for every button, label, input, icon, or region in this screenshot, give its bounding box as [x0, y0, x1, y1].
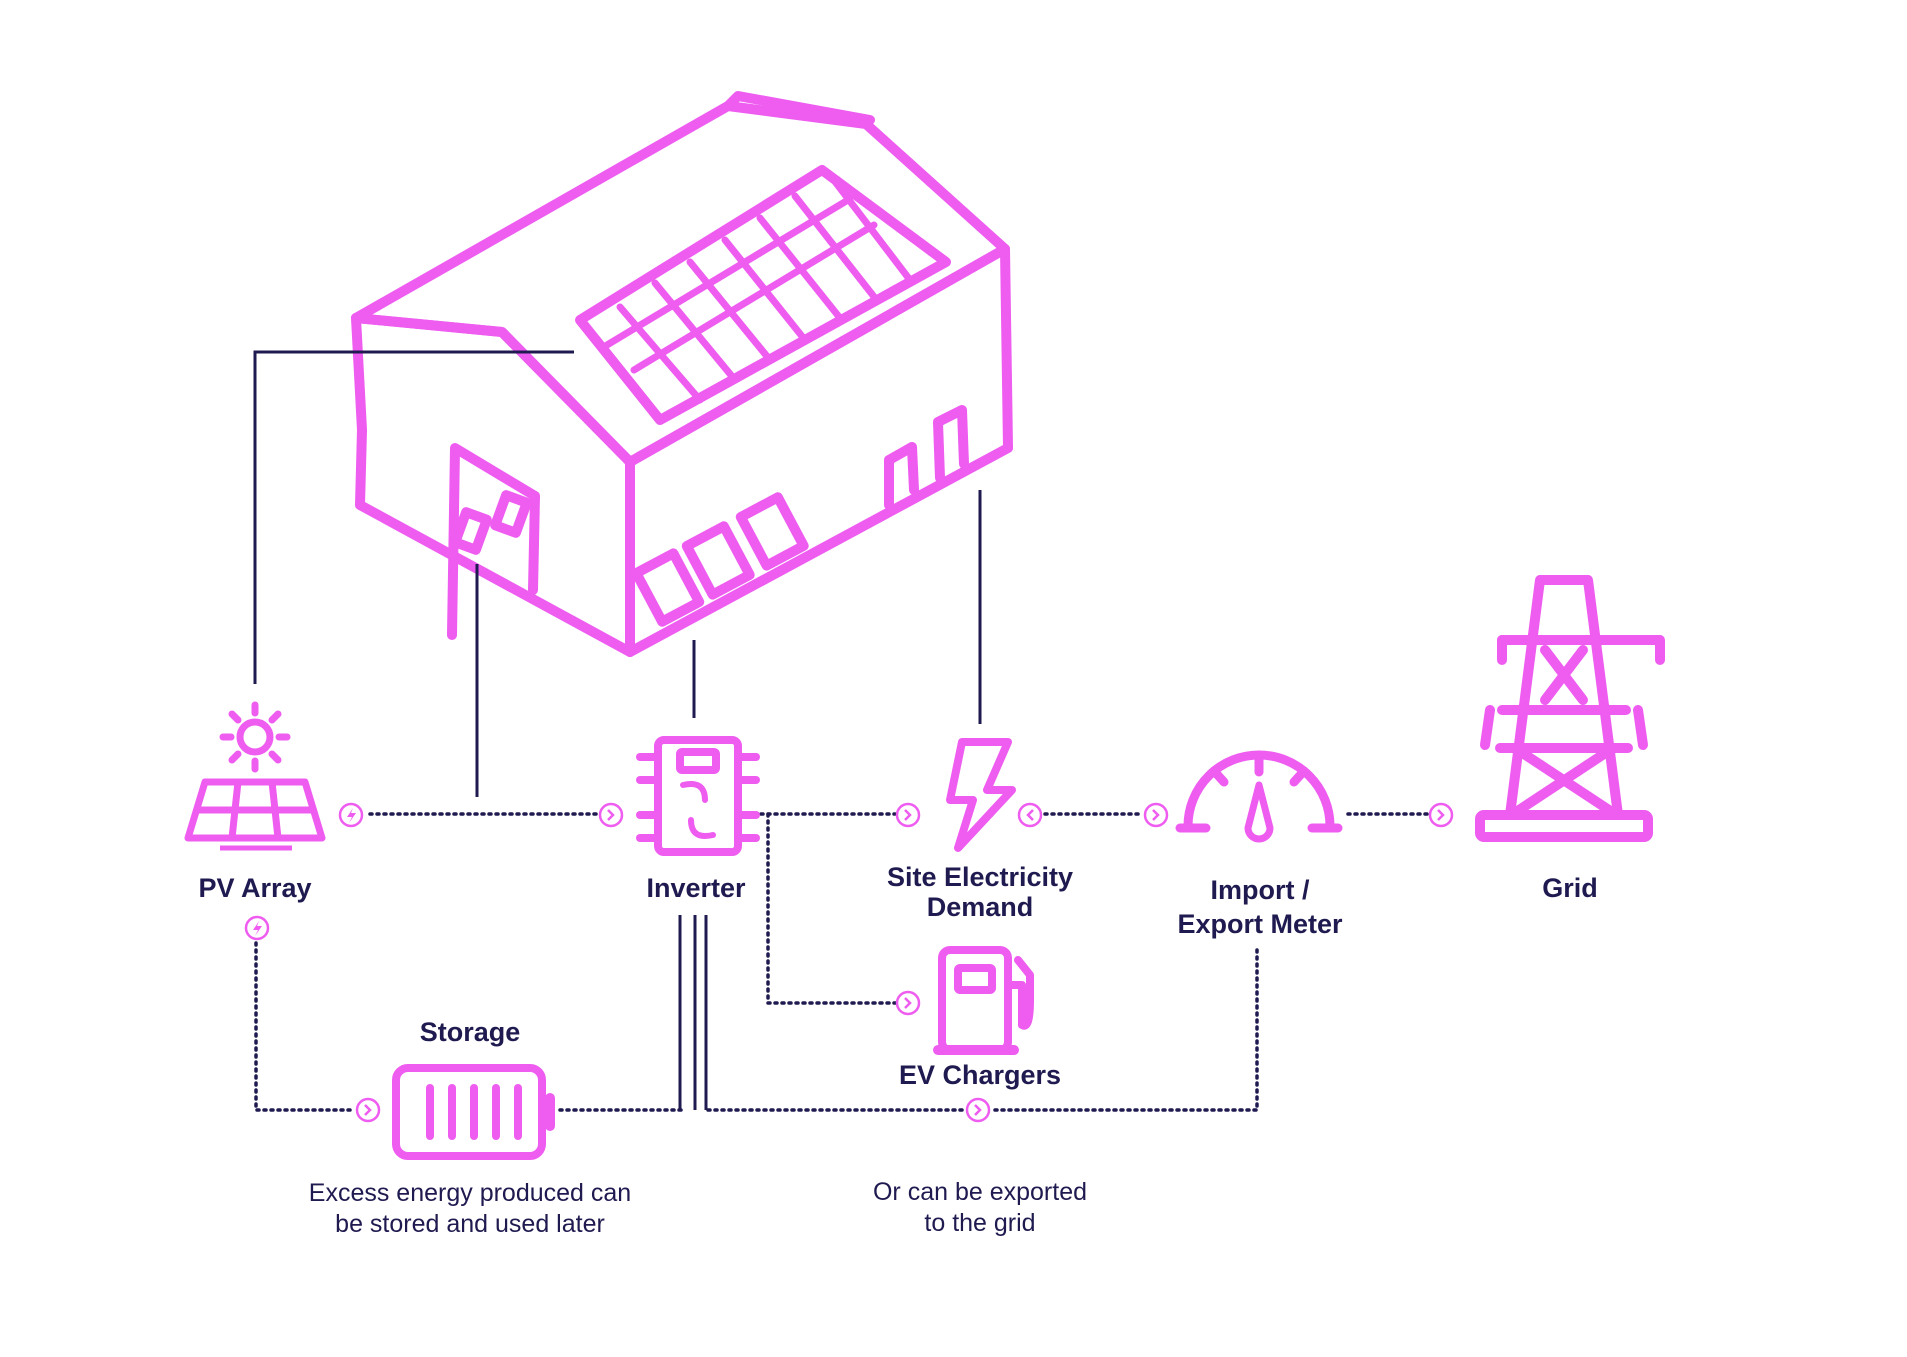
- chevron-right-icon: [895, 990, 921, 1016]
- export-note: Or can be exported to the grid: [830, 1177, 1130, 1239]
- import-export-meter-label: Import / Export Meter: [1140, 873, 1380, 941]
- ev-charger-icon: [933, 946, 1034, 1055]
- storage-note: Excess energy produced can be stored and…: [270, 1178, 670, 1240]
- site-demand-line-2: Demand: [926, 892, 1034, 922]
- storage-label: Storage: [370, 1017, 570, 1047]
- storage-note-line-2: be stored and used later: [335, 1210, 605, 1238]
- inverter-icon: [636, 736, 760, 856]
- grid-label: Grid: [1470, 873, 1670, 903]
- meter-line-2: Export Meter: [1177, 909, 1343, 939]
- building-illustration: [351, 91, 1013, 657]
- bolt-badge-icon: [338, 802, 364, 828]
- pylon-icon: [1475, 575, 1665, 842]
- ev-chargers-label-text: EV Chargers: [898, 1060, 1062, 1090]
- storage-note-line-1: Excess energy produced can: [308, 1179, 632, 1207]
- gauge-meter-icon: [1175, 750, 1343, 843]
- building-connectors: [253, 350, 982, 1110]
- chevron-right-icon: [355, 1097, 381, 1123]
- export-note-line-2: to the grid: [924, 1209, 1036, 1237]
- site-electricity-demand-label: Site Electricity Demand: [860, 862, 1100, 922]
- meter-line-1: Import /: [1210, 875, 1310, 905]
- solar-panel-icon: [184, 778, 326, 851]
- pv-array-label: PV Array: [155, 873, 355, 903]
- flow-badges: [244, 802, 1454, 1123]
- site-demand-line-1: Site Electricity: [886, 862, 1074, 892]
- chevron-left-icon: [1017, 802, 1043, 828]
- flow-lines: [254, 812, 1430, 1112]
- chevron-right-icon: [1428, 802, 1454, 828]
- export-note-line-1: Or can be exported: [872, 1178, 1087, 1206]
- pv-array-label-text: PV Array: [198, 873, 312, 903]
- ev-chargers-label: EV Chargers: [875, 1060, 1085, 1090]
- storage-label-text: Storage: [419, 1017, 521, 1047]
- chevron-right-icon: [895, 802, 921, 828]
- chevron-right-icon: [965, 1097, 991, 1123]
- inverter-label-text: Inverter: [646, 873, 746, 903]
- chevron-right-icon: [598, 802, 624, 828]
- sun-icon: [219, 701, 291, 773]
- grid-label-text: Grid: [1542, 873, 1598, 903]
- inverter-label: Inverter: [596, 873, 796, 903]
- lightning-bolt-icon: [946, 738, 1016, 852]
- bolt-badge-icon: [244, 915, 270, 941]
- chevron-right-icon: [1143, 802, 1169, 828]
- battery-icon: [392, 1064, 555, 1160]
